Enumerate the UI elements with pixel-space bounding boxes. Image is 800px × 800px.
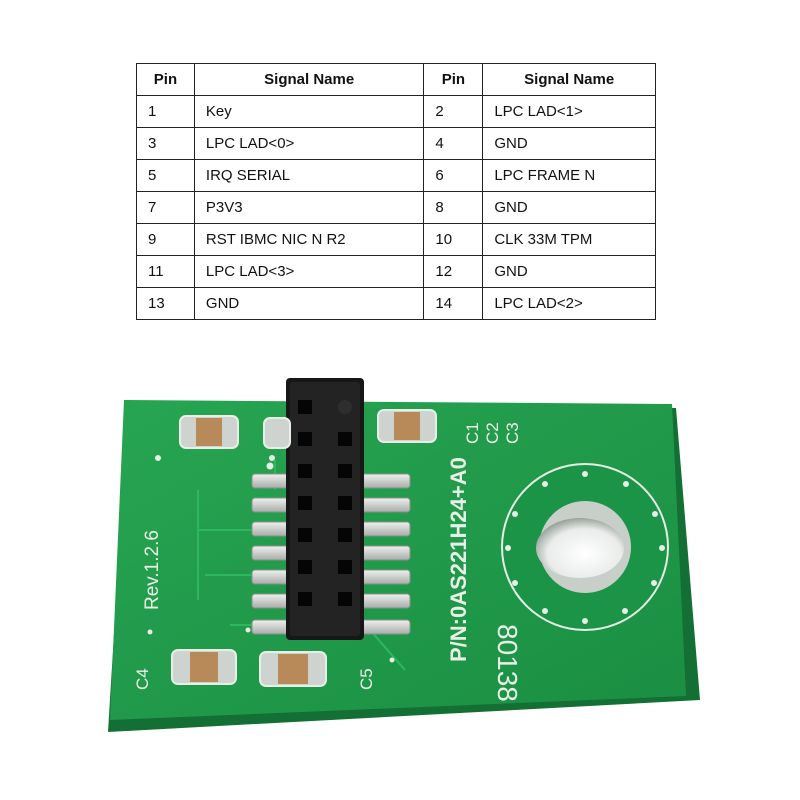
header-connector <box>286 378 364 640</box>
cell-signal-left: LPC LAD<0> <box>193 127 425 160</box>
cell-pin-right: 4 <box>423 127 484 160</box>
cell-signal-right: GND <box>482 127 656 160</box>
silkscreen-text: P/N:0AS221H24+A0 Rev.1.2.6 80138 C1 C2 C… <box>133 422 523 702</box>
revision-label: Rev.1.2.6 <box>142 530 163 610</box>
header-pin-right: Pin <box>423 63 484 96</box>
part-number-label: P/N:0AS221H24+A0 <box>446 457 471 662</box>
cell-pin-left: 13 <box>136 287 195 320</box>
cell-signal-left: LPC LAD<3> <box>193 255 425 288</box>
capacitor-c5 <box>259 651 327 687</box>
cell-signal-right: GND <box>482 191 656 224</box>
c2-label: C2 <box>483 422 502 444</box>
pin1-marker <box>266 462 274 470</box>
mounting-hole <box>501 463 669 631</box>
cell-signal-right: LPC FRAME N <box>482 159 656 192</box>
cell-signal-left: Key <box>193 95 425 128</box>
cell-pin-left: 5 <box>136 159 195 192</box>
c3-label: C3 <box>503 422 522 444</box>
cell-pin-left: 3 <box>136 127 195 160</box>
cell-pin-left: 7 <box>136 191 195 224</box>
capacitor-c4 <box>171 649 237 685</box>
cell-pin-right: 6 <box>423 159 484 192</box>
table-header-row: Pin Signal Name Pin Signal Name <box>136 63 656 96</box>
tpm-module-photo: P/N:0AS221H24+A0 Rev.1.2.6 80138 C1 C2 C… <box>108 378 700 732</box>
header-pin-left: Pin <box>136 63 195 96</box>
pcb-vias <box>147 455 395 663</box>
cell-signal-right: LPC LAD<2> <box>482 287 656 320</box>
cell-pin-left: 9 <box>136 223 195 256</box>
cell-pin-right: 12 <box>423 255 484 288</box>
capacitor-c1 <box>179 415 239 449</box>
capacitor-c2 <box>263 417 291 449</box>
header-signal-right: Signal Name <box>482 63 656 96</box>
c4-label: C4 <box>133 668 152 690</box>
cell-signal-right: CLK 33M TPM <box>482 223 656 256</box>
cell-pin-left: 1 <box>136 95 195 128</box>
cell-pin-right: 2 <box>423 95 484 128</box>
cell-pin-right: 14 <box>423 287 484 320</box>
cell-pin-right: 8 <box>423 191 484 224</box>
header-signal-left: Signal Name <box>193 63 425 96</box>
cell-pin-left: 11 <box>136 255 195 288</box>
cell-pin-right: 10 <box>423 223 484 256</box>
cell-signal-left: P3V3 <box>193 191 425 224</box>
serial-label: 80138 <box>492 624 523 702</box>
cell-signal-right: LPC LAD<1> <box>482 95 656 128</box>
cell-signal-left: IRQ SERIAL <box>193 159 425 192</box>
c5-label: C5 <box>357 668 376 690</box>
c1-label: C1 <box>463 422 482 444</box>
capacitor-c3 <box>377 409 437 443</box>
cell-signal-right: GND <box>482 255 656 288</box>
cell-signal-left: GND <box>193 287 425 320</box>
cell-signal-left: RST IBMC NIC N R2 <box>193 223 425 256</box>
